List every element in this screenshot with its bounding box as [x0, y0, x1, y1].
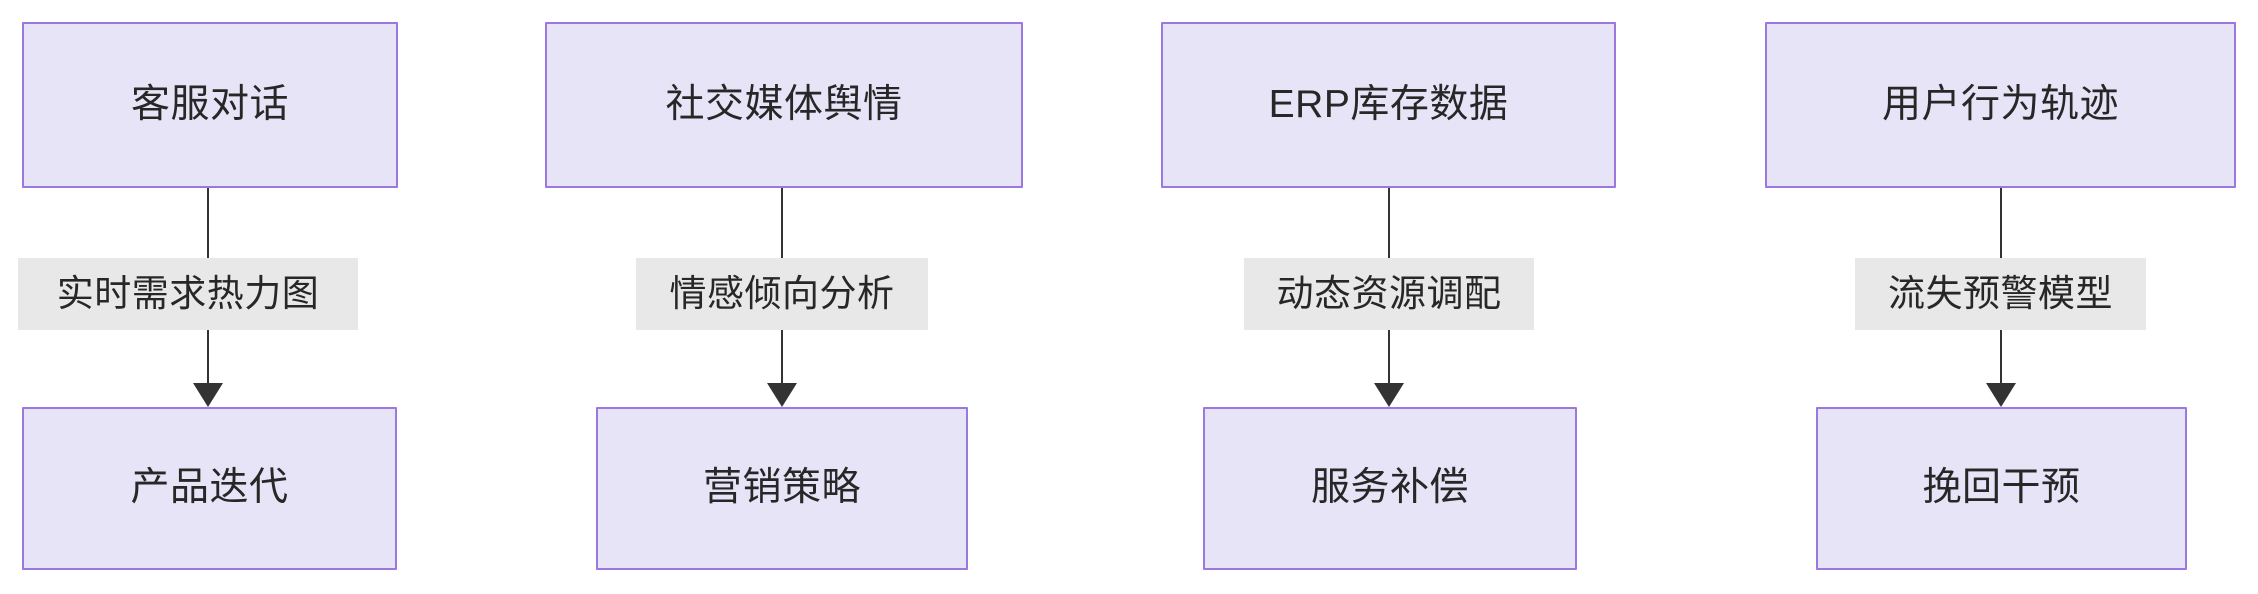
source-node[interactable]: ERP库存数据	[1161, 22, 1616, 188]
edge-label: 实时需求热力图	[18, 258, 358, 330]
edge-label: 流失预警模型	[1855, 258, 2146, 330]
arrow-head-icon	[1374, 383, 1404, 407]
edge-label: 情感倾向分析	[636, 258, 928, 330]
target-node[interactable]: 产品迭代	[22, 407, 397, 570]
source-node[interactable]: 社交媒体舆情	[545, 22, 1023, 188]
source-node[interactable]: 客服对话	[22, 22, 398, 188]
target-node[interactable]: 挽回干预	[1816, 407, 2187, 570]
source-node[interactable]: 用户行为轨迹	[1765, 22, 2236, 188]
target-node[interactable]: 营销策略	[596, 407, 968, 570]
target-node[interactable]: 服务补偿	[1203, 407, 1577, 570]
arrow-head-icon	[1986, 383, 2016, 407]
arrow-head-icon	[767, 383, 797, 407]
edge-label: 动态资源调配	[1244, 258, 1534, 330]
arrow-head-icon	[193, 383, 223, 407]
